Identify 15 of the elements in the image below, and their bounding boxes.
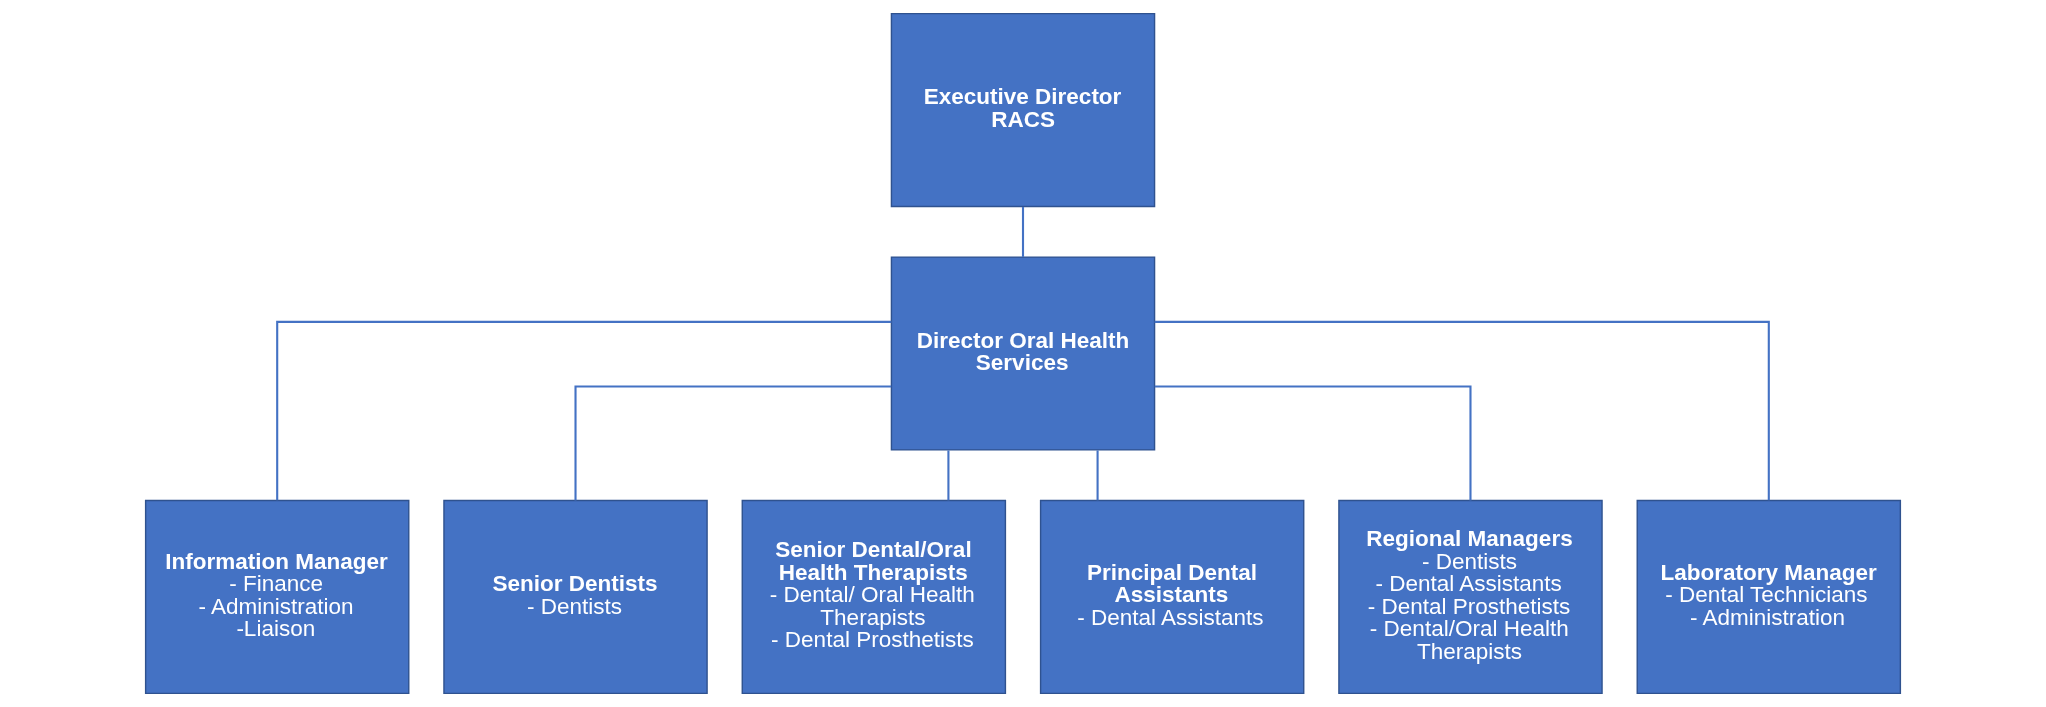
node-box: Senior Dentists - Dentists [443,499,708,695]
node-box: Principal Dental Assistants - Dental Assistants [1039,499,1305,695]
node-box: Laboratory Manager - Dental Technicians - Administration [1636,499,1902,695]
node-box: Executive Director RACS [890,12,1156,208]
connector [947,450,950,501]
connector [1096,450,1099,501]
connector [1021,206,1025,257]
node-box: Regional Managers - Dentists - Dental Assistants - Dental Prosthetists - Dental/Oral Health Therapists [1338,499,1603,695]
connector [1154,385,1472,501]
connector [1154,320,1770,501]
node-box: Information Manager - Finance - Administration -Liaison [144,499,410,695]
connector [276,320,892,501]
node-box: Senior Dental/Oral Health Therapists - Dental/ Oral Health Therapists - Dental Prosthetists [741,499,1007,695]
connector [574,385,892,501]
node-box: Director Oral Health Services [890,256,1156,451]
